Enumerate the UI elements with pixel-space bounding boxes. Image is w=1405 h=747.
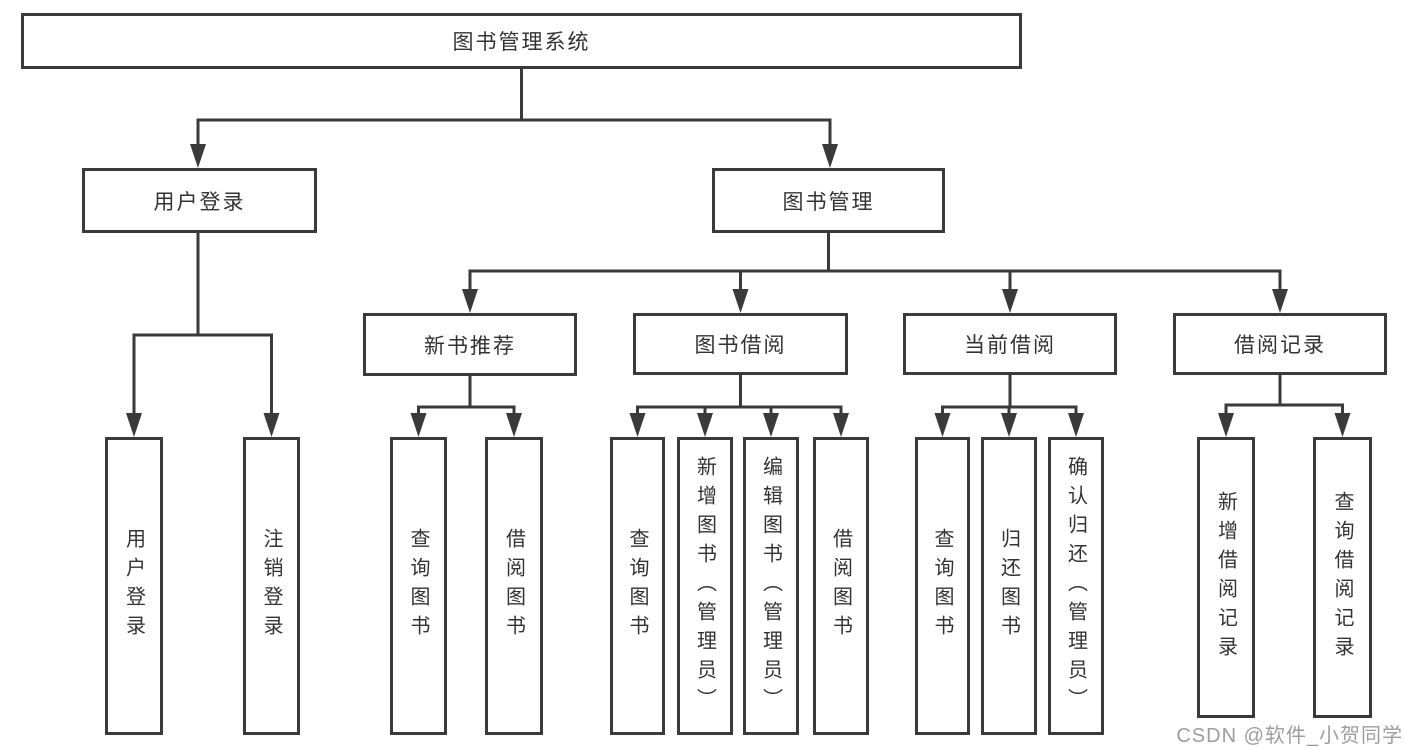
node-book-management: 图书管理	[712, 168, 945, 233]
leaf-add-books-admin: 新增图书（管理员）	[677, 437, 733, 735]
leaf-confirm-return-admin-label: 确认归还（管理员）	[1064, 455, 1087, 717]
node-book-borrowing-label: 图书借阅	[694, 334, 787, 357]
watermark: CSDN @软件_小贺同学	[1176, 725, 1403, 747]
node-root-label: 图书管理系统	[452, 31, 591, 54]
leaf-borrow-books-2: 借阅图书	[813, 437, 869, 735]
leaf-add-borrow-record-label: 新增借阅记录	[1214, 490, 1237, 665]
leaf-query-books-1-label: 查询图书	[407, 528, 429, 644]
node-book-borrowing: 图书借阅	[633, 313, 848, 375]
leaf-logout-label: 注销登录	[260, 528, 282, 644]
node-root: 图书管理系统	[21, 13, 1022, 69]
leaf-borrow-books-1: 借阅图书	[485, 437, 543, 735]
node-user-login-label: 用户登录	[153, 190, 246, 214]
arrowheads	[126, 144, 1351, 437]
leaf-query-books-1: 查询图书	[390, 437, 447, 735]
node-current-borrowing-label: 当前借阅	[964, 334, 1056, 357]
leaf-query-books-2-label: 查询图书	[626, 528, 648, 644]
leaf-return-books: 归还图书	[981, 437, 1037, 735]
leaf-borrow-books-1-label: 借阅图书	[502, 528, 525, 644]
leaf-return-books-label: 归还图书	[997, 528, 1020, 644]
leaf-query-books-2: 查询图书	[610, 437, 665, 735]
leaf-query-books-3-label: 查询图书	[931, 528, 953, 644]
leaf-add-borrow-record: 新增借阅记录	[1197, 437, 1255, 718]
node-borrowing-records: 借阅记录	[1173, 313, 1387, 375]
leaf-query-borrow-record-label: 查询借阅记录	[1331, 490, 1353, 665]
node-current-borrowing: 当前借阅	[903, 313, 1117, 375]
node-book-management-label: 图书管理	[782, 190, 875, 214]
leaf-edit-books-admin: 编辑图书（管理员）	[743, 437, 799, 735]
leaf-edit-books-admin-label: 编辑图书（管理员）	[759, 455, 782, 717]
leaf-query-borrow-record: 查询借阅记录	[1313, 437, 1372, 718]
leaf-query-books-3: 查询图书	[915, 437, 970, 735]
node-user-login: 用户登录	[82, 168, 317, 233]
node-new-book-recommendation: 新书推荐	[363, 313, 577, 376]
node-borrowing-records-label: 借阅记录	[1234, 334, 1326, 357]
node-new-book-recommendation-label: 新书推荐	[424, 334, 516, 358]
leaf-logout: 注销登录	[243, 437, 300, 735]
leaf-borrow-books-2-label: 借阅图书	[829, 528, 852, 644]
leaf-add-books-admin-label: 新增图书（管理员）	[693, 455, 716, 717]
leaf-user-login: 用户登录	[105, 437, 163, 735]
leaf-user-login-label: 用户登录	[122, 528, 145, 644]
leaf-confirm-return-admin: 确认归还（管理员）	[1048, 437, 1104, 735]
